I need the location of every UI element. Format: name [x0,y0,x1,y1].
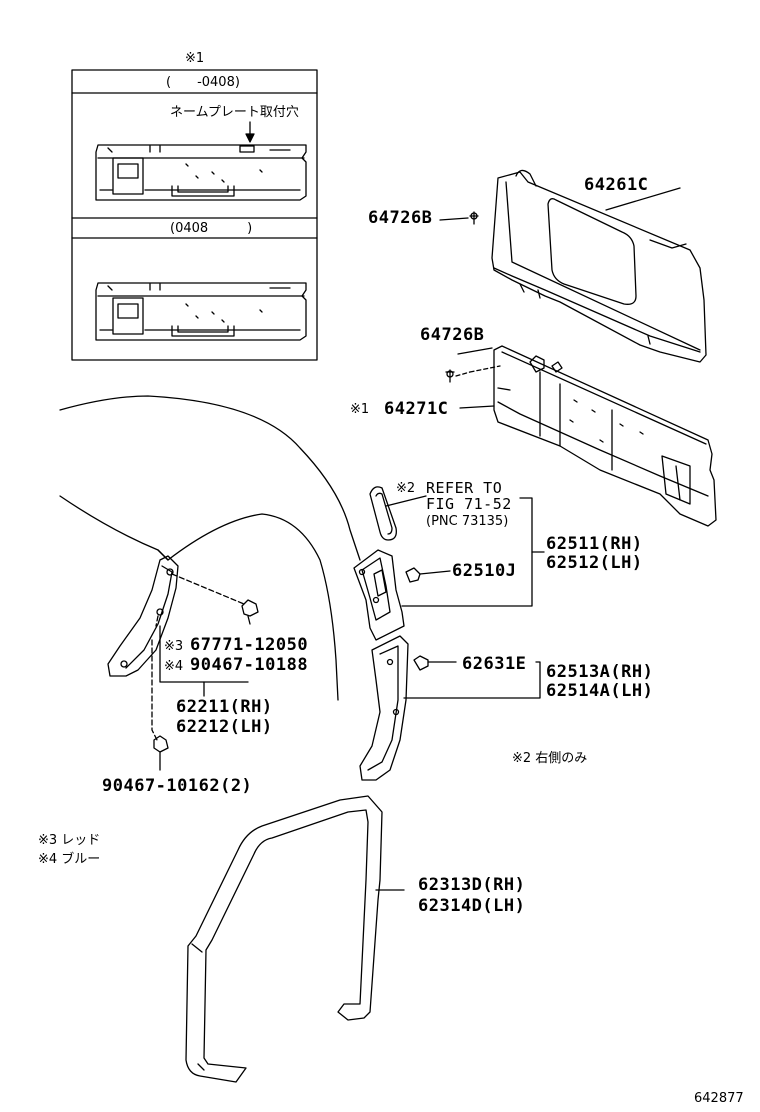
part-90467-10188: 90467-10188 [190,655,309,675]
inset-mark: ※1 [185,51,205,66]
part-62510J: 62510J [452,561,517,581]
part-64271C: 64271C [384,399,449,419]
nameplate-note: ネームプレート取付穴 [170,105,299,120]
part-64726B-top: 64726B [368,208,433,228]
figure-id: 642877 [694,1091,744,1106]
rear-panel-upper-64261C [491,169,707,363]
inset-box [71,69,318,361]
refer-mark: ※2 [396,481,416,496]
leader-64271C [459,405,495,409]
part-67771-mark: ※3 [164,639,184,654]
part-62211: 62211(RH) [176,697,273,717]
clip-67771 [241,599,259,625]
part-90467-mark: ※4 [164,659,184,674]
leader-62211 [159,625,249,683]
vehicle-body-outline [59,395,361,701]
part-64261C: 64261C [584,175,649,195]
part-62514A: 62514A(LH) [546,681,654,701]
part-62313D: 62313D(RH) [418,875,526,895]
inset-panel-lower [95,282,307,341]
part-62631E: 62631E [462,654,527,674]
legend-blue: ※4 ブルー [38,852,101,867]
inset-row2-header: (0408 ) [170,221,253,236]
refer-line3: (PNC 73135) [426,514,509,529]
screw-64726B-top [439,211,479,225]
part-62513A: 62513A(RH) [546,662,654,682]
leader-62513A [403,661,541,699]
pillar-lower-62513A [359,635,457,781]
note-right-side-only: ※2 右側のみ [512,751,588,766]
refer-line1: REFER TO [426,479,503,497]
inset-panel-upper [95,144,307,201]
part-64271C-mark: ※1 [350,402,370,417]
part-62212: 62212(LH) [176,717,273,737]
rear-panel-lower-64271C [493,345,717,527]
part-62314D: 62314D(LH) [418,896,526,916]
legend-red: ※3 レッド [38,833,101,848]
weatherstrip-62313D [185,795,405,1083]
part-90467-10162: 90467-10162(2) [102,776,253,796]
part-62512: 62512(LH) [546,553,643,573]
grommet-73135 [369,486,427,541]
refer-line2: FIG 71-52 [426,495,512,513]
part-64726B-mid: 64726B [420,325,485,345]
pillar-upper-62511 [353,549,451,641]
part-67771: 67771-12050 [190,635,309,655]
part-62511: 62511(RH) [546,534,643,554]
inset-row1-header: ( -0408) [166,75,240,90]
screw-64726B-mid [445,347,501,383]
clip-90467-10162 [153,735,169,771]
